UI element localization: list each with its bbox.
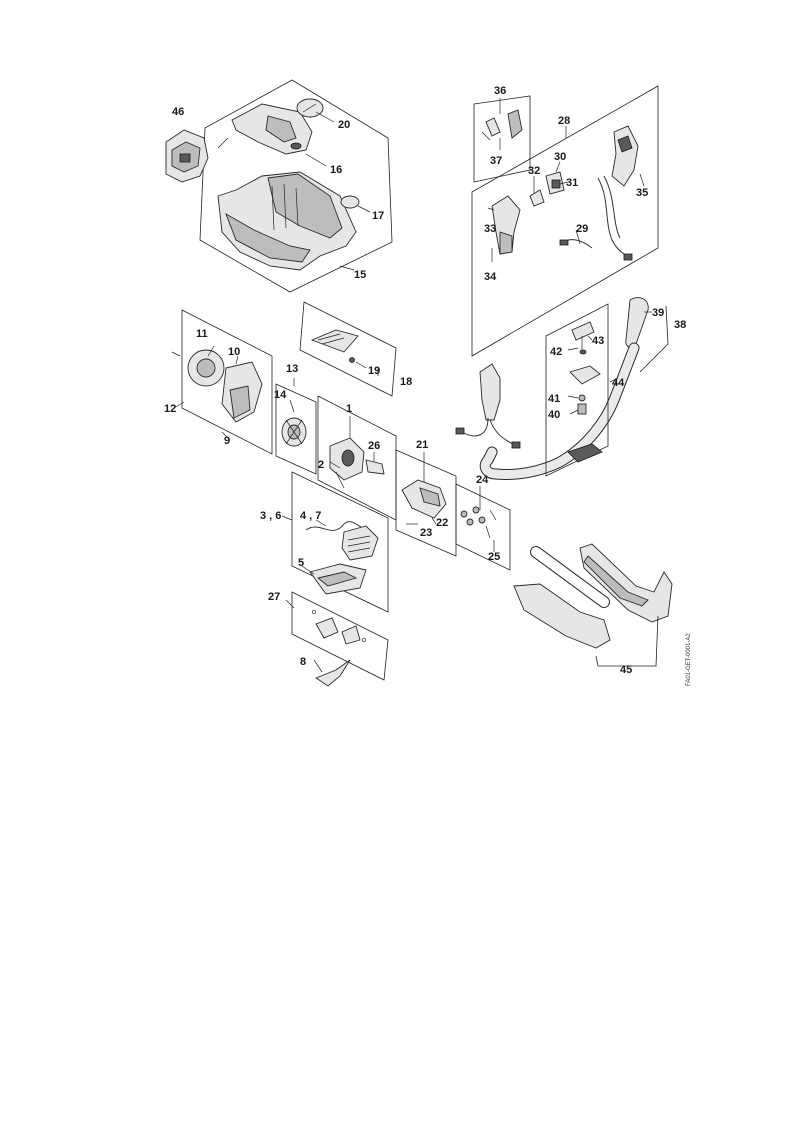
- callout-24: 24: [476, 474, 489, 486]
- callout-11: 11: [196, 328, 208, 340]
- filter-group: [299, 301, 397, 397]
- callout-16: 16: [330, 164, 342, 176]
- motor-group: [317, 395, 397, 521]
- callout-27: 27: [268, 591, 280, 603]
- callout-26: 26: [368, 440, 380, 452]
- callout-35: 35: [636, 187, 648, 199]
- callout-37: 37: [490, 155, 502, 167]
- cover-46: [165, 129, 209, 183]
- callout-34: 34: [484, 271, 497, 283]
- control-handle-group: [471, 85, 659, 357]
- callout-labels: 1 2 3 , 6 4 , 7 5 8 9 10 11 12 13 14 15 …: [164, 85, 686, 676]
- callout-8: 8: [300, 656, 306, 668]
- callout-20: 20: [338, 119, 350, 131]
- callout-9: 9: [224, 435, 230, 447]
- clip-8: [315, 659, 351, 687]
- callout-36: 36: [494, 85, 506, 97]
- callout-42: 42: [550, 346, 562, 358]
- callout-40: 40: [548, 409, 560, 421]
- callout-3-6: 3 , 6: [260, 510, 281, 522]
- callout-4-7: 4 , 7: [300, 510, 321, 522]
- callout-10: 10: [228, 346, 240, 358]
- callout-1: 1: [346, 403, 352, 415]
- callout-5: 5: [298, 557, 304, 569]
- callout-41: 41: [548, 393, 560, 405]
- callout-13: 13: [286, 363, 298, 375]
- leader-lines: [173, 98, 652, 673]
- drawing-code: FA01-GET-0001-A2: [686, 633, 692, 686]
- loop-handle: [455, 363, 521, 449]
- callout-33: 33: [484, 223, 496, 235]
- callout-45: 45: [620, 664, 632, 676]
- callout-32: 32: [528, 165, 540, 177]
- callout-39: 39: [652, 307, 664, 319]
- callout-17: 17: [372, 210, 384, 222]
- callout-18: 18: [400, 376, 412, 388]
- fan-housing-group: [171, 309, 273, 455]
- bracket-group: [291, 591, 389, 681]
- bar-handle-group: [479, 297, 669, 480]
- callout-25: 25: [488, 551, 500, 563]
- callout-44: 44: [612, 377, 625, 389]
- callout-15: 15: [354, 269, 366, 281]
- callout-30: 30: [554, 151, 566, 163]
- gear-head-group: [395, 449, 457, 557]
- callout-43: 43: [592, 335, 604, 347]
- callout-14: 14: [274, 389, 287, 401]
- callout-38: 38: [674, 319, 686, 331]
- shaft-assembly: [513, 543, 673, 667]
- callout-29: 29: [576, 223, 588, 235]
- impeller-group: [275, 383, 317, 475]
- callout-23: 23: [420, 527, 432, 539]
- callout-19: 19: [368, 365, 380, 377]
- callout-28: 28: [558, 115, 570, 127]
- fasteners-group: [455, 483, 511, 571]
- callout-12: 12: [164, 403, 176, 415]
- electronics-group: [291, 471, 389, 613]
- callout-46: 46: [172, 106, 184, 118]
- callout-21: 21: [416, 439, 428, 451]
- housing-group: [199, 79, 393, 293]
- callout-22: 22: [436, 517, 448, 529]
- callout-31: 31: [566, 177, 578, 189]
- callout-2: 2: [318, 459, 324, 471]
